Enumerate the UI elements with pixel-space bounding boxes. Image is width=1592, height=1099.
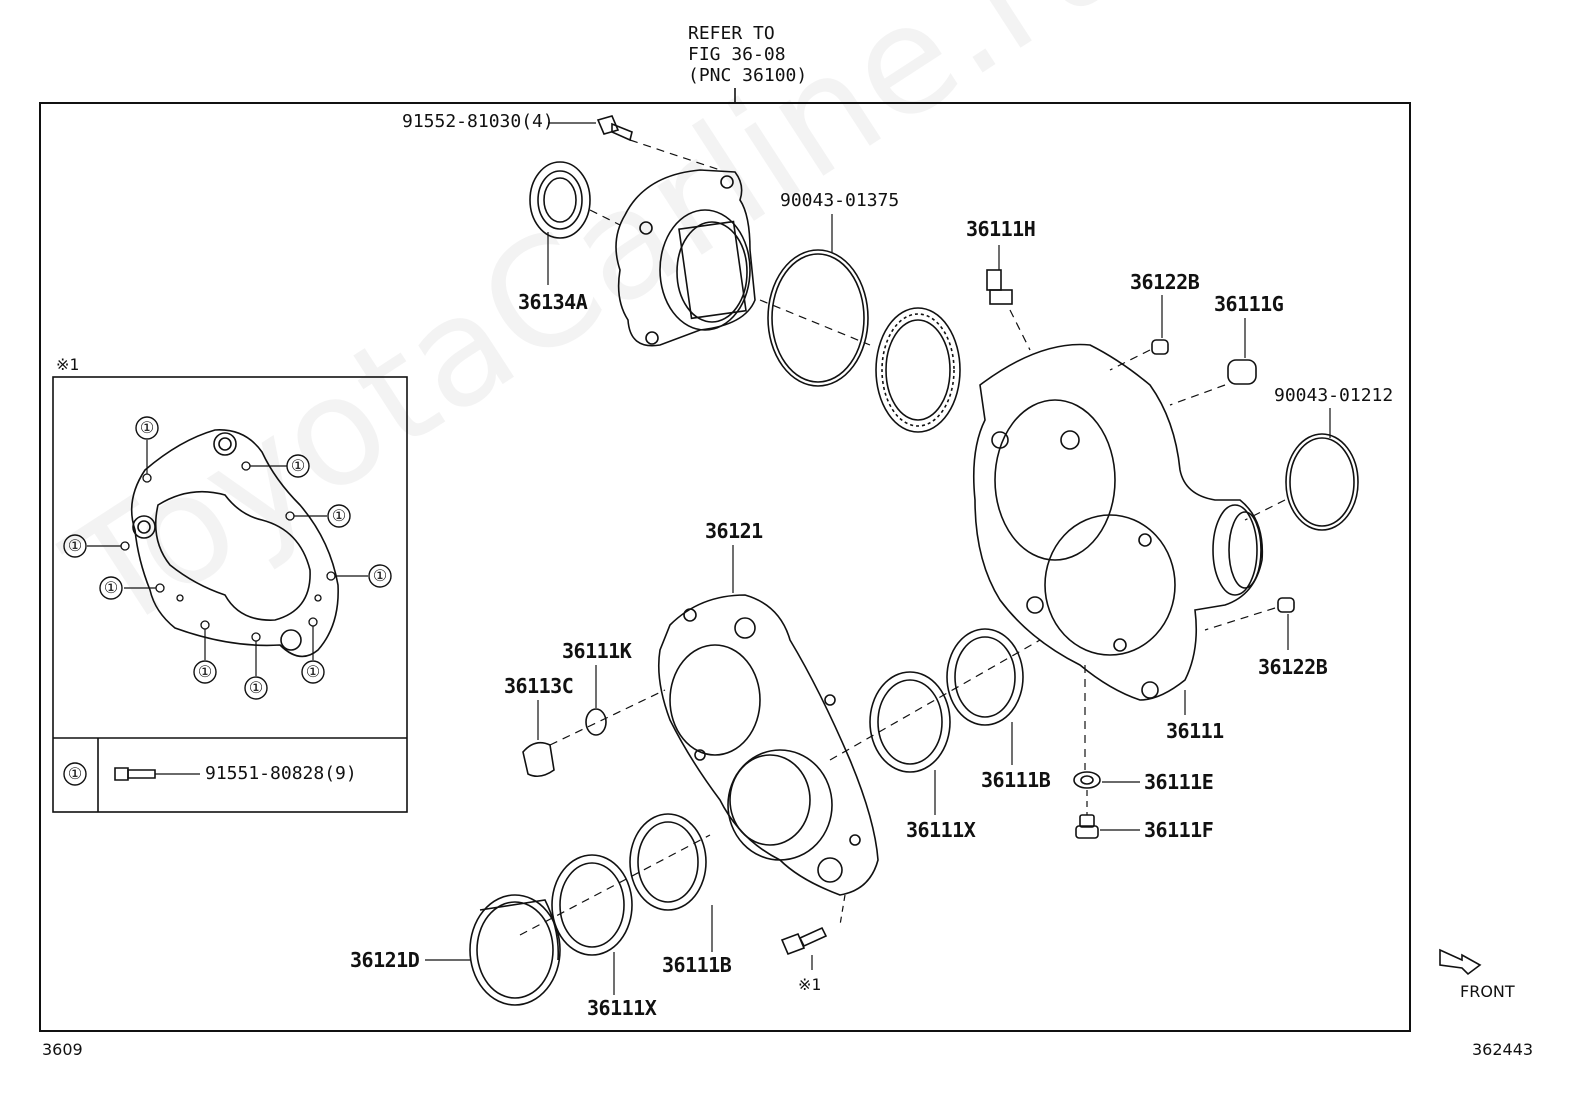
label-36111E: 36111E bbox=[1144, 770, 1214, 794]
label-bolt-marker: ※1 bbox=[798, 975, 822, 994]
tone-ring-drawing bbox=[875, 307, 961, 433]
refer-line-2: FIG 36-08 bbox=[688, 44, 786, 65]
inset-callout-2: ① bbox=[290, 456, 306, 475]
plug-36111F-drawing bbox=[1075, 790, 1140, 839]
legend-circle-symbol: ① bbox=[67, 764, 83, 783]
label-36122B-top: 36122B bbox=[1130, 270, 1200, 294]
legend-part-number: 91551-80828(9) bbox=[205, 763, 357, 784]
diagram-frame bbox=[39, 102, 1411, 1032]
inset-callout-4: ① bbox=[67, 536, 83, 555]
figure-number: 3609 bbox=[42, 1040, 83, 1059]
bearing-36111B-low-drawing bbox=[629, 813, 713, 952]
front-arrow-icon bbox=[1439, 948, 1482, 976]
pin-36122B-top-drawing bbox=[1109, 295, 1169, 371]
inset-callout-5: ① bbox=[372, 566, 388, 585]
oring-90043-01212-drawing bbox=[1244, 408, 1359, 531]
label-36111X-mid: 36111X bbox=[906, 818, 976, 842]
label-36111F: 36111F bbox=[1144, 818, 1214, 842]
race-36121D-drawing bbox=[425, 894, 561, 1006]
inset-callout-6: ① bbox=[103, 578, 119, 597]
plug-36113C-drawing bbox=[522, 700, 555, 778]
refer-line-3: (PNC 36100) bbox=[688, 65, 808, 86]
bolt-marker-drawing bbox=[780, 926, 828, 970]
inset-marker: ※1 bbox=[56, 355, 80, 374]
label-90043-01375: 90043-01375 bbox=[780, 190, 900, 211]
inset-callout-8: ① bbox=[248, 678, 264, 697]
label-36111B-mid: 36111B bbox=[981, 768, 1051, 792]
label-36111K: 36111K bbox=[562, 639, 632, 663]
inset-frame bbox=[52, 376, 408, 813]
washer-36111E-drawing bbox=[1073, 771, 1140, 789]
label-36113C: 36113C bbox=[504, 674, 574, 698]
diagram-id: 362443 bbox=[1472, 1040, 1534, 1059]
label-36111G: 36111G bbox=[1214, 292, 1284, 316]
bolt-top-drawing bbox=[548, 115, 721, 171]
bearing-36111B-mid-drawing bbox=[946, 628, 1024, 765]
gasket-drawing bbox=[63, 416, 392, 786]
inset-callout-7: ① bbox=[197, 662, 213, 681]
retainer-drawing bbox=[615, 169, 756, 347]
label-36122B-right: 36122B bbox=[1258, 655, 1328, 679]
oring-90043-01375-drawing bbox=[759, 214, 871, 387]
label-36111X-low: 36111X bbox=[587, 996, 657, 1020]
label-36134A: 36134A bbox=[518, 290, 588, 314]
label-36121: 36121 bbox=[705, 519, 763, 543]
label-bolt-top: 91552-81030(4) bbox=[402, 111, 554, 132]
inset-callout-9: ① bbox=[305, 662, 321, 681]
case-36111-drawing bbox=[972, 343, 1264, 770]
cover-36121-drawing bbox=[657, 545, 879, 926]
label-90043-01212: 90043-01212 bbox=[1274, 385, 1394, 406]
label-36111: 36111 bbox=[1166, 719, 1224, 743]
pin-36122B-right-drawing bbox=[1204, 597, 1295, 650]
bearing-36111X-mid-drawing bbox=[829, 639, 1041, 815]
label-36111H: 36111H bbox=[966, 217, 1036, 241]
inset-callout-1: ① bbox=[139, 418, 155, 437]
plug-36111G-drawing bbox=[1169, 318, 1257, 406]
sensor-36111H-drawing bbox=[986, 245, 1031, 351]
inset-callout-3: ① bbox=[331, 506, 347, 525]
front-label: FRONT bbox=[1460, 982, 1515, 1001]
label-36121D: 36121D bbox=[350, 948, 420, 972]
ring-36111K-drawing bbox=[549, 665, 666, 746]
label-36111B-low: 36111B bbox=[662, 953, 732, 977]
seal-36134A-drawing bbox=[529, 161, 621, 285]
refer-line-1: REFER TO bbox=[688, 23, 775, 44]
